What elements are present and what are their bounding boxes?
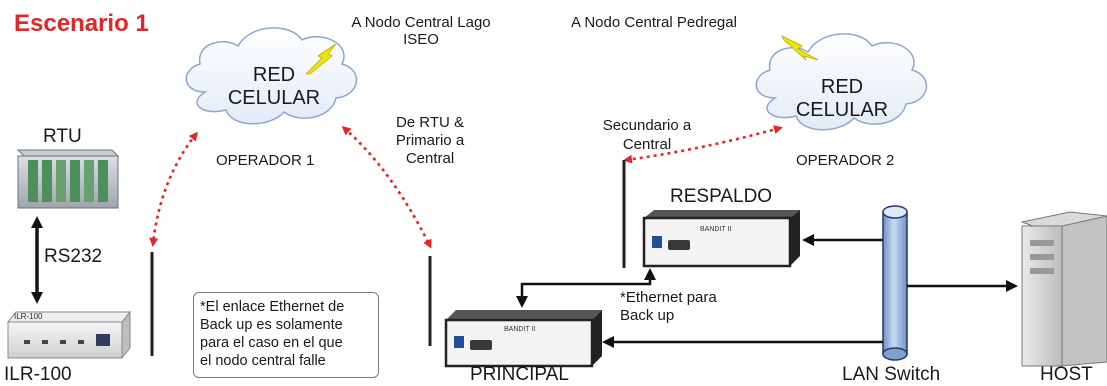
rtu-primario-label: De RTU & Primario a Central <box>380 114 480 168</box>
bandit-principal-device <box>444 310 602 368</box>
operador-1-label: OPERADOR 1 <box>216 152 315 169</box>
cloud-1-line1: RED <box>252 64 296 86</box>
secundario-label: Secundario a Central <box>592 116 702 154</box>
ethernet-backup-note: *El enlace Ethernet de Back up es solame… <box>193 292 379 378</box>
lago-iseo-label: A Nodo Central Lago ISEO <box>336 14 506 49</box>
cloud-operador-2 <box>755 33 928 131</box>
principal-label: PRINCIPAL <box>470 364 569 385</box>
note-line3: para el caso en el que <box>200 335 343 351</box>
secundario-line2: Central <box>622 136 672 153</box>
lan-switch-label: LAN Switch <box>842 364 941 385</box>
bandit-respaldo-device <box>642 210 800 268</box>
ilr-100-label: ILR-100 <box>4 364 72 385</box>
cloud-operador-1 <box>185 27 358 125</box>
lan-switch-device <box>882 205 908 361</box>
rtu-label: RTU <box>43 126 82 147</box>
rtu-device <box>16 149 120 209</box>
ethernet-line1: *Ethernet para <box>620 289 717 306</box>
rtu-primario-line3: Central <box>405 150 455 167</box>
secundario-line1: Secundario a <box>602 117 692 134</box>
ilr-100-device <box>6 310 132 360</box>
respaldo-label: RESPALDO <box>670 186 773 207</box>
lago-iseo-line1: A Nodo Central Lago <box>351 14 491 31</box>
lightning-icon <box>781 35 819 61</box>
lightning-icon <box>305 43 337 75</box>
note-line4: el nodo central falle <box>200 353 326 369</box>
principal-device-text: BANDIT II <box>504 326 536 333</box>
pedregal-label: A Nodo Central Pedregal <box>571 14 737 31</box>
ethernet-backup-label: *Ethernet para Back up <box>620 289 717 325</box>
ethernet-line2: Back up <box>620 307 675 324</box>
note-line2: Back up es solamente <box>200 317 343 333</box>
rtu-primario-line2: Primario a <box>395 132 465 149</box>
cloud-1-label: RED CELULAR <box>226 64 322 110</box>
operador-2-label: OPERADOR 2 <box>796 152 895 169</box>
rs232-label: RS232 <box>44 246 103 267</box>
respaldo-device-text: BANDIT II <box>700 226 732 233</box>
cloud-1-line2: CELULAR <box>227 87 321 109</box>
cloud-2-line2: CELULAR <box>795 99 889 121</box>
lago-iseo-line2: ISEO <box>403 31 439 49</box>
host-label: HOST <box>1040 364 1093 385</box>
diagram-title: Escenario 1 <box>14 10 149 37</box>
rtu-primario-line1: De RTU & <box>395 114 465 131</box>
wireless-link-ilr <box>149 131 198 247</box>
note-line1: *El enlace Ethernet de <box>200 299 345 315</box>
ethernet-backup-link <box>516 268 656 308</box>
host-computer <box>1020 211 1107 367</box>
cloud-2-label: RED CELULAR <box>794 76 890 122</box>
wireless-link-principal <box>341 126 432 249</box>
cloud-2-line1: RED <box>820 76 864 98</box>
ilr-100-device-text: ILR-100 <box>14 312 43 321</box>
